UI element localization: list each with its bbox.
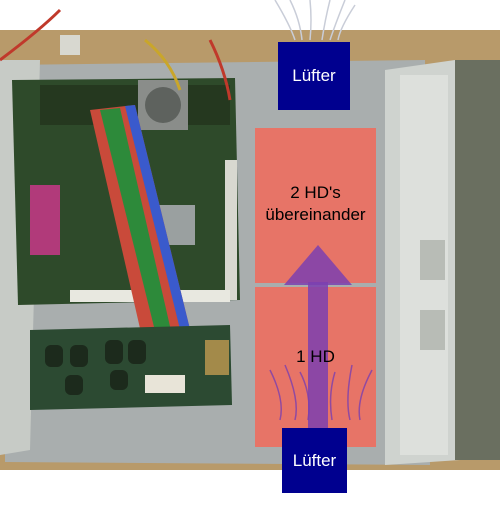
fan-label-top: Lüfter xyxy=(278,42,350,110)
top-connector xyxy=(60,35,80,55)
bay-bracket xyxy=(420,240,445,280)
ribbon-cable-green xyxy=(100,108,180,371)
capacitor xyxy=(65,375,83,395)
capacitor xyxy=(128,340,146,364)
capacitor xyxy=(70,345,88,367)
hd-zone-lower-text: 1 HD xyxy=(296,347,335,366)
board-component xyxy=(205,340,229,375)
hd-zone-upper-line2: übereinander xyxy=(265,205,366,224)
fan-label-top-text: Lüfter xyxy=(292,66,336,85)
background-shadow xyxy=(455,60,500,460)
hd-zone-upper-line1: 2 HD's xyxy=(290,183,341,202)
bay-bracket xyxy=(420,310,445,350)
ribbon-cable-blue xyxy=(125,105,200,370)
cable-red xyxy=(0,8,62,62)
up-arrow-icon xyxy=(284,245,352,285)
fan-label-bottom: Lüfter xyxy=(282,428,347,493)
power-board xyxy=(30,325,232,410)
hd-zone-lower-label: 1 HD xyxy=(255,346,376,368)
capacitor xyxy=(110,370,128,390)
cable-red xyxy=(208,39,232,101)
cable-yellow xyxy=(144,38,182,91)
pci-slot xyxy=(225,160,237,300)
capacitor xyxy=(105,340,123,364)
fan-label-bottom-text: Lüfter xyxy=(292,450,337,470)
cpu-fan xyxy=(145,87,181,123)
airflow-lines-icon xyxy=(269,364,373,421)
hd-zone-upper-label: 2 HD's übereinander xyxy=(255,182,376,226)
capacitor xyxy=(45,345,63,367)
purple-connector xyxy=(30,185,60,255)
power-connector xyxy=(145,375,185,393)
airflow-lines-icon xyxy=(274,0,356,41)
airflow-arrow-shaft xyxy=(308,282,328,442)
